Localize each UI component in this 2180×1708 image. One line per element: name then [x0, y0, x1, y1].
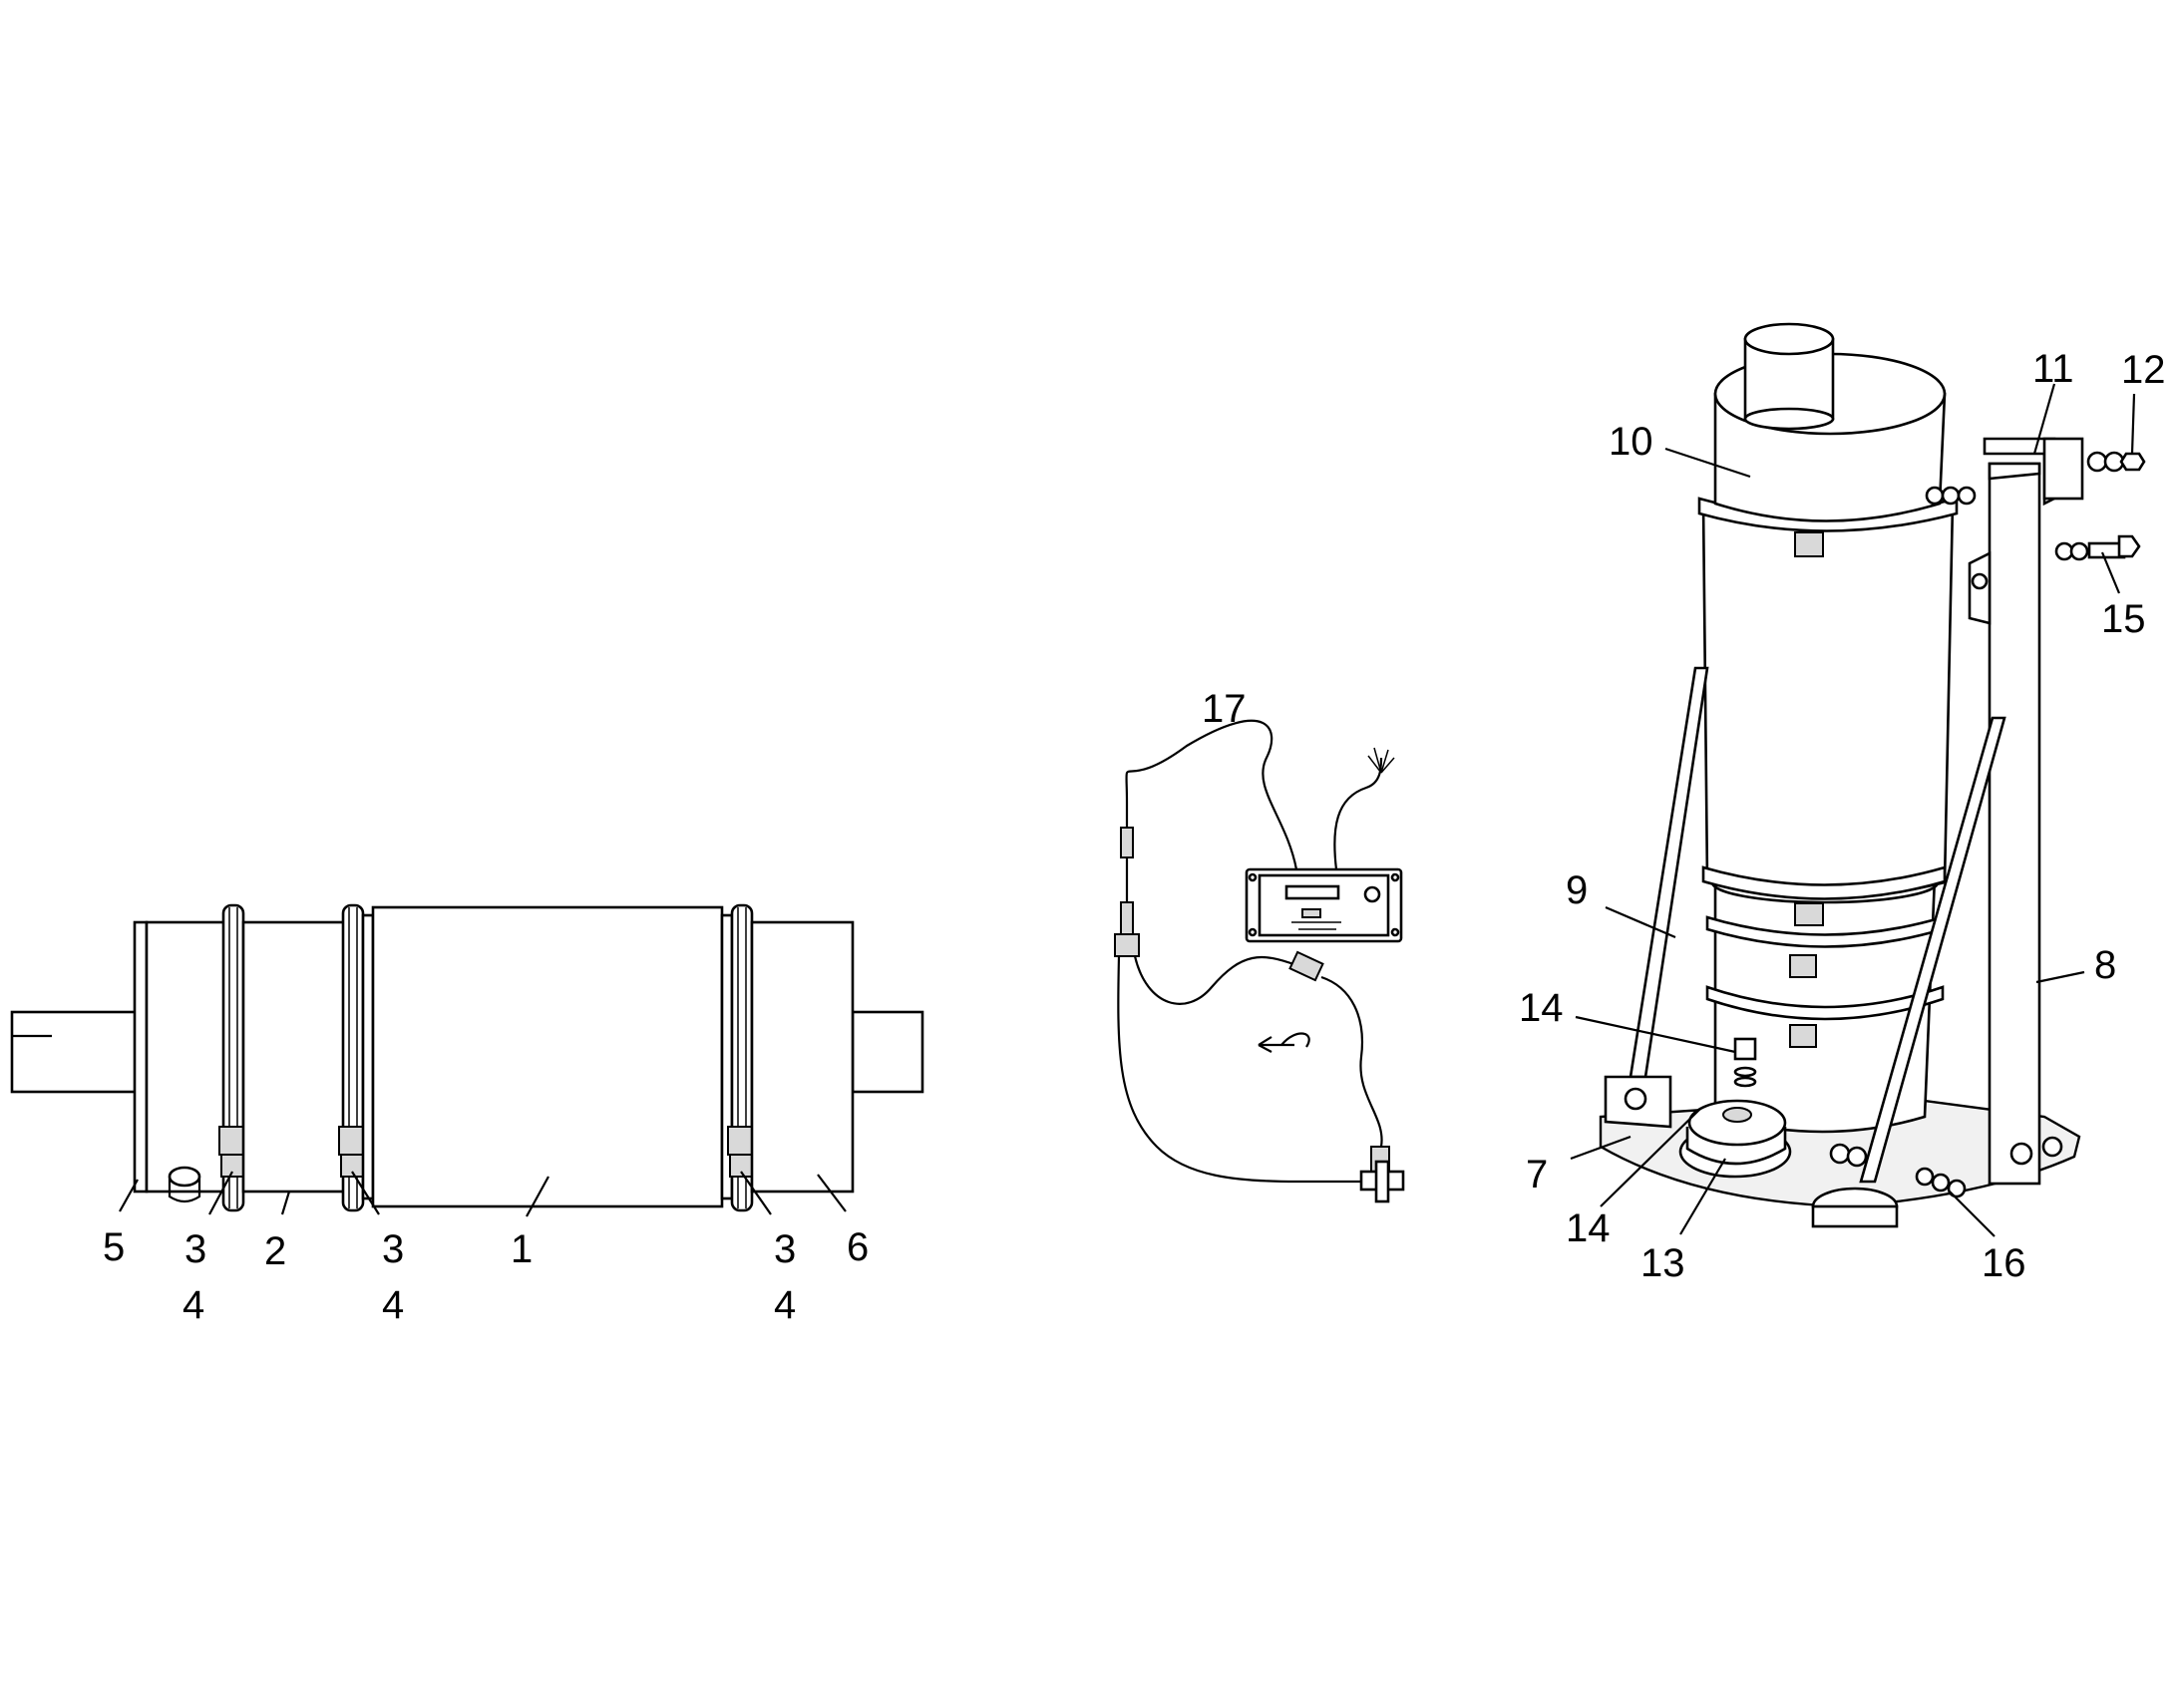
callout-4c: 4: [774, 1283, 796, 1327]
callout-6: 6: [847, 1225, 869, 1269]
callout-11: 11: [2032, 347, 2074, 391]
control-box-icon: [1245, 867, 1403, 943]
fastener-set-12: [1925, 451, 2146, 506]
plug-icon: [1296, 1160, 1405, 1203]
upright-support-right: [1983, 437, 2084, 1186]
horizontal-muffler-assembly: [10, 903, 924, 1217]
callout-10: 10: [1609, 420, 1653, 464]
main-muffler-body: [371, 905, 724, 1208]
intermediate-section: [241, 920, 347, 1194]
fastener-set-15: [2054, 534, 2141, 561]
upper-muffler-body: [1697, 497, 1959, 926]
outlet-end-section: [750, 920, 855, 1194]
top-cap: [1713, 322, 1947, 522]
callout-16: 16: [1982, 1241, 2026, 1285]
wire-ends-icon: [1367, 747, 1395, 774]
vertical-muffler-assembly: [1570, 322, 2146, 1237]
callout-13: 13: [1640, 1241, 1685, 1285]
callout-17: 17: [1202, 687, 1247, 731]
callout-labels: 1 2 3 3 3 4 4 4 5 6 7 8 9 10 11 12 13 14…: [103, 347, 2166, 1327]
band-clamp-2: [338, 903, 375, 1212]
lower-muffler-body: [1678, 860, 1945, 1179]
callout-12: 12: [2121, 348, 2166, 392]
callout-2: 2: [264, 1229, 286, 1273]
outlet-pipe: [851, 1010, 924, 1094]
callout-5: 5: [103, 1225, 125, 1269]
leader-lines-left: [119, 1171, 847, 1217]
callout-7: 7: [1526, 1153, 1548, 1196]
callout-15: 15: [2101, 597, 2146, 641]
inlet-end-cap: [133, 920, 231, 1203]
callout-14a: 14: [1519, 986, 1564, 1030]
callout-14b: 14: [1566, 1206, 1611, 1250]
callout-9: 9: [1566, 868, 1588, 912]
sensor-harness-assembly: [1114, 719, 1405, 1203]
callout-3c: 3: [774, 1227, 796, 1271]
callout-4b: 4: [382, 1283, 404, 1327]
callout-8: 8: [2094, 943, 2116, 987]
callout-3a: 3: [184, 1227, 206, 1271]
diagonal-brace-right: [1859, 550, 2006, 1184]
bolt-icon: [1733, 1037, 1757, 1088]
inlet-pipe: [10, 1010, 139, 1094]
callout-1: 1: [511, 1227, 533, 1271]
callout-4a: 4: [182, 1283, 204, 1327]
callout-3b: 3: [382, 1227, 404, 1271]
fastener-set-16: [1829, 1136, 2063, 1198]
diagonal-brace-left: [1604, 666, 1709, 1129]
leader-lines-right: [1570, 383, 2136, 1237]
